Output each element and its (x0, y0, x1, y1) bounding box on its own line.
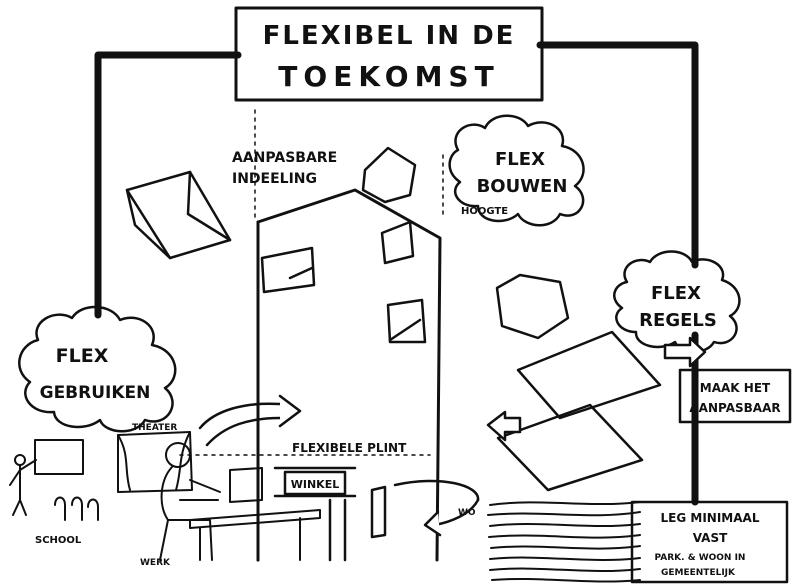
cloud-gebruiken-line1: FLEX (56, 345, 109, 367)
maak-aanpasbaar-box: MAAK HET AANPASBAAR (678, 368, 792, 424)
hexagon-module (361, 146, 417, 204)
central-building (256, 188, 442, 562)
arrow-to-building (486, 410, 522, 442)
cloud-regels-line2: REGELS (639, 310, 717, 331)
cloud-regels-line1: FLEX (651, 283, 701, 304)
paper-stack (487, 501, 641, 583)
leg-line2: VAST (693, 531, 728, 545)
cloud-gebruiken-line2: GEBRUIKEN (40, 383, 151, 403)
leg-line3: PARK. & WOON IN (655, 553, 746, 563)
aanpasbare-label-line2: INDEELING (232, 171, 317, 187)
winkel-shop (273, 466, 357, 562)
leg-minimaal-box: LEG MINIMAAL VAST PARK. & WOON IN GEMEEN… (630, 500, 789, 584)
leg-line4: GEMEENTELIJK (661, 568, 736, 578)
title-line-2: TOEKOMST (278, 60, 499, 93)
floating-plates (496, 330, 662, 492)
school-label: SCHOOL (35, 535, 82, 546)
frame-lines (94, 41, 699, 506)
dotted-guides (179, 109, 444, 456)
curved-arrow-wo (393, 479, 480, 537)
school-scene (9, 439, 99, 521)
title-box: FLEXIBEL IN DE TOEKOMST (234, 6, 544, 102)
maak-line1: MAAK HET (700, 381, 771, 395)
aanpasbare-label-line1: AANPASBARE (232, 150, 337, 166)
flexibele-plint-label: FLEXIBELE PLINT (292, 441, 407, 455)
cloud-bouwen-line2: BOUWEN (477, 176, 568, 197)
cloud-flex-gebruiken: FLEX GEBRUIKEN (18, 305, 177, 433)
floating-shape-right (495, 273, 570, 340)
curved-arrow-right (198, 394, 302, 447)
theater-label: THEATER (132, 423, 177, 433)
building-windows (260, 220, 427, 344)
door-module (370, 485, 387, 539)
cloud-bouwen-line1: FLEX (495, 149, 545, 170)
work-scene (159, 442, 321, 561)
leg-line1: LEG MINIMAAL (661, 511, 760, 525)
title-line-1: FLEXIBEL IN DE (263, 21, 516, 51)
maak-line2: AANPASBAAR (689, 401, 780, 415)
winkel-label: WINKEL (291, 478, 339, 491)
cloud-flex-regels: FLEX REGELS (613, 250, 741, 353)
arrow-to-maak-box (663, 336, 707, 368)
cloud-flex-bouwen: FLEX BOUWEN (448, 114, 585, 227)
hoogte-label: HOOGTE (461, 206, 508, 217)
werk-label: WERK (140, 558, 171, 568)
wo-label: WO (458, 508, 476, 518)
theater-stage (117, 431, 193, 493)
floating-cube-left (125, 170, 232, 260)
